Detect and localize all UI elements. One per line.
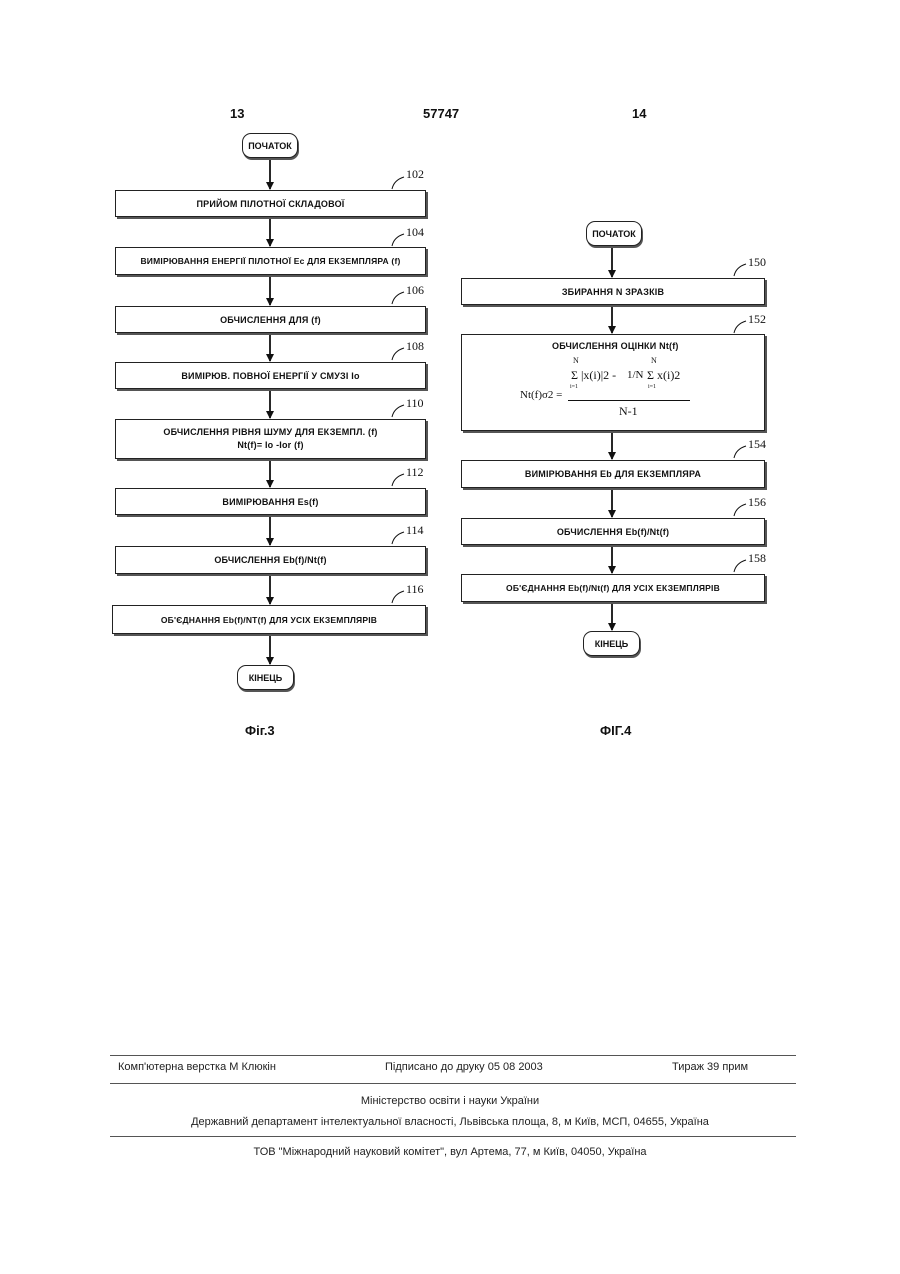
fig4-ref-154: 154 <box>748 437 766 452</box>
fig4-ref-156: 156 <box>748 495 766 510</box>
formula-lhs: Nt(f)σ2 = <box>520 389 562 401</box>
fig4-end-terminal: КІНЕЦЬ <box>583 631 640 656</box>
fig3-step-110: ОБЧИСЛЕННЯ РІВНЯ ШУМУ ДЛЯ ЕКЗЕМПЛ. (f) N… <box>115 419 426 459</box>
footer-publisher: ТОВ "Міжнародний науковий комітет", вул … <box>0 1146 900 1158</box>
fig3-end-terminal: КІНЕЦЬ <box>237 665 294 690</box>
fig3-step-104: ВИМІРЮВАННЯ ЕНЕРГІЇ ПІЛОТНОЇ Ес ДЛЯ ЕКЗЕ… <box>115 247 426 275</box>
footer-ministry: Міністерство освіти і науки України <box>0 1095 900 1107</box>
fig3-ref-104: 104 <box>406 225 424 240</box>
fig4-caption: ФІГ.4 <box>600 723 631 738</box>
formula-fraction-bar <box>568 400 690 401</box>
fig4-ref-158: 158 <box>748 551 766 566</box>
formula-sum2-upper: N <box>651 356 657 365</box>
fig4-ref-152: 152 <box>748 312 766 327</box>
fig3-step-112: ВИМІРЮВАННЯ Es(f) <box>115 488 426 515</box>
fig3-ref-108: 108 <box>406 339 424 354</box>
formula-sum1-upper: N <box>573 356 579 365</box>
footer-print-run: Тираж 39 прим <box>672 1061 748 1073</box>
footer-rule-middle <box>110 1083 796 1084</box>
footer-department: Державний департамент інтелектуальної вл… <box>0 1116 900 1128</box>
formula-sum2-lower: i=1 <box>648 384 656 390</box>
fig3-ref-110: 110 <box>406 396 424 411</box>
fig4-step-150: ЗБИРАННЯ N ЗРАЗКІВ <box>461 278 765 305</box>
fig3-step-114: ОБЧИСЛЕННЯ Eb(f)/Nt(f) <box>115 546 426 574</box>
formula-coefficient: 1/N <box>627 369 644 381</box>
formula-denominator: N-1 <box>619 404 638 419</box>
fig3-caption: Фіг.3 <box>245 723 275 738</box>
fig4-step-152-title: ОБЧИСЛЕННЯ ОЦІНКИ Nt(f) <box>552 341 679 351</box>
fig4-step-154: ВИМІРЮВАННЯ Eb ДЛЯ ЕКЗЕМПЛЯРА <box>461 460 765 488</box>
formula-term1: Σ |x(i)|2 - <box>571 368 616 383</box>
fig3-step-108: ВИМІРЮВ. ПОВНОЇ ЕНЕРГІЇ У СМУЗІ Io <box>115 362 426 389</box>
footer-typesetter: Комп'ютерна верстка М Клюкін <box>118 1061 276 1073</box>
fig4-step-158: ОБ'ЄДНАННЯ Eb(f)/Nt(f) ДЛЯ УСІХ ЕКЗЕМПЛЯ… <box>461 574 765 602</box>
fig4-step-156: ОБЧИСЛЕННЯ Eb(f)/Nt(f) <box>461 518 765 545</box>
fig3-ref-102: 102 <box>406 167 424 182</box>
fig3-ref-116: 116 <box>406 582 424 597</box>
footer-signed-date: Підписано до друку 05 08 2003 <box>385 1061 543 1073</box>
fig3-leaders <box>392 177 404 603</box>
formula-sum1-lower: i=1 <box>570 384 578 390</box>
footer-rule-bottom <box>110 1136 796 1137</box>
fig4-start-terminal: ПОЧАТОК <box>586 221 642 246</box>
fig3-start-terminal: ПОЧАТОК <box>242 133 298 158</box>
footer-rule-top <box>110 1055 796 1056</box>
fig3-step-106: ОБЧИСЛЕННЯ ДЛЯ (f) <box>115 306 426 333</box>
formula-term2: Σ x(i)2 <box>647 368 680 383</box>
fig3-step-116: ОБ'ЄДНАННЯ Eb(f)/NT(f) ДЛЯ УСІХ ЕКЗЕМПЛЯ… <box>112 605 426 634</box>
fig3-ref-106: 106 <box>406 283 424 298</box>
fig3-ref-112: 112 <box>406 465 424 480</box>
fig3-step-102: ПРИЙОМ ПІЛОТНОЇ СКЛАДОВОЇ <box>115 190 426 217</box>
fig3-ref-114: 114 <box>406 523 424 538</box>
fig4-ref-150: 150 <box>748 255 766 270</box>
